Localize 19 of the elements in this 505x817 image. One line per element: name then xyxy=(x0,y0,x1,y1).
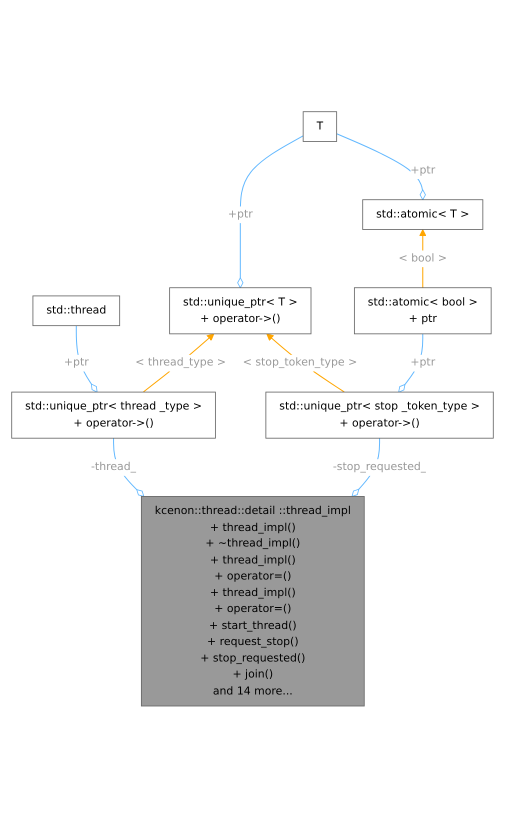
node-box: std::atomic< T > xyxy=(362,198,484,230)
node-box: T xyxy=(302,110,338,142)
node-box: std::atomic< bool > + ptr xyxy=(354,286,492,334)
node-box: std::unique_ptr< stop _token_type > + operator->() xyxy=(265,391,494,438)
edge-label: < stop_token_type > xyxy=(242,356,358,369)
edge-label: +ptr xyxy=(228,208,253,220)
edge-label: +ptr xyxy=(410,164,436,176)
node-box: std::unique_ptr< thread _type > + operator->() xyxy=(11,391,216,438)
edge-label: < thread_type > xyxy=(135,356,226,369)
node-box: kcenon::thread::detail ::thread_impl + thread_impl() + ~thread_impl() + thread_impl() + operator=() + thread_impl() + operator=() + start_thread() + request_stop() + stop_requested() + join() and 14 more... xyxy=(140,496,365,706)
node-box: std::thread xyxy=(32,295,120,326)
connector xyxy=(336,132,426,200)
node-box: std::unique_ptr< T > + operator->() xyxy=(169,286,312,334)
edge-label: +ptr xyxy=(410,356,436,369)
edge-label: -stop_requested_ xyxy=(332,460,426,474)
connector xyxy=(237,135,304,288)
edge-label: < bool > xyxy=(398,252,448,264)
edge-label: +ptr xyxy=(64,356,89,369)
edge-label: -thread_ xyxy=(91,460,136,474)
